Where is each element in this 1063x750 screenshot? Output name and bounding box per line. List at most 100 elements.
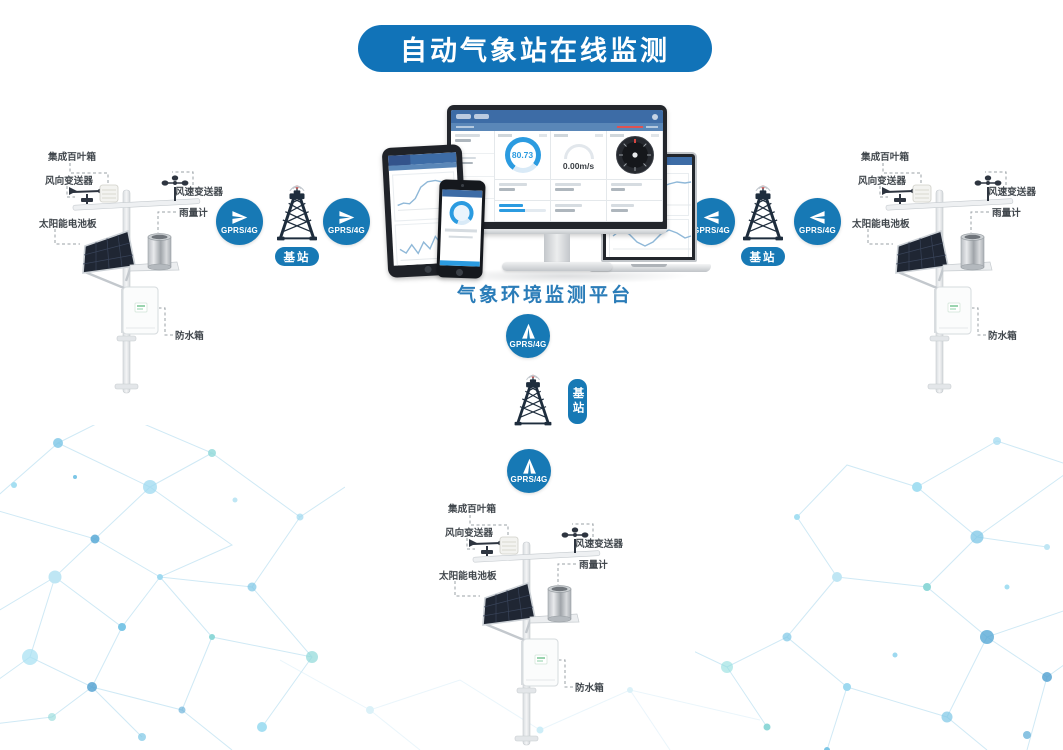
gprs-4g-badge: GPRS/4G: [323, 198, 370, 245]
pole-base: [927, 335, 952, 390]
wind-direction-sensor: [469, 539, 503, 556]
dashboard-mini-cards: [495, 180, 663, 222]
label-integrated-shelter: 集成百叶箱: [447, 503, 496, 515]
phone-camera: [460, 183, 465, 188]
donut-gauge: 80.73: [504, 137, 541, 173]
label-wind-speed: 风速变送器: [575, 538, 623, 550]
label-wind-speed: 风速变送器: [988, 186, 1036, 198]
wind-direction-sensor: [882, 187, 916, 204]
signal-waves-icon: [289, 185, 305, 192]
monitor-base: [502, 262, 612, 271]
station-crossarm: [472, 550, 601, 563]
base-station-tower-left: [272, 185, 322, 245]
phone-footer-bar: [439, 260, 480, 267]
monitoring-platform-devices: 80.73 0.00m/s: [381, 100, 711, 292]
send-icon: [521, 323, 535, 339]
desktop-monitor: 80.73 0.00m/s: [447, 105, 667, 281]
background-network-pattern-right: [695, 437, 1063, 750]
label-wind-speed: 风速变送器: [175, 186, 223, 198]
base-station-tower-center: [510, 374, 556, 430]
gprs-4g-badge: GPRS/4G: [794, 198, 841, 245]
background-network-pattern-left: [0, 425, 345, 750]
weather-station-illustration: 集成百叶箱 风向变送器 风速变送器 太阳能电池板 雨量计 防水箱: [438, 503, 623, 746]
gprs-badge-label: GPRS/4G: [328, 225, 365, 235]
pole-base: [114, 335, 139, 390]
integrated-shelter-box: [499, 536, 519, 555]
base-station-label: 基站: [568, 379, 587, 424]
rain-gauge: [129, 233, 180, 272]
waterproof-box: [934, 286, 972, 335]
subheader-text: [456, 125, 474, 129]
wind-speed-value: 0.00m/s: [562, 160, 595, 171]
monitor-frame: 80.73 0.00m/s: [447, 105, 667, 234]
station-crossarm: [885, 198, 1014, 211]
gprs-badge-label: GPRS/4G: [221, 225, 258, 235]
label-integrated-shelter: 集成百叶箱: [47, 151, 96, 163]
smartphone: [436, 179, 486, 279]
wind-direction-sensor: [69, 187, 103, 204]
page-title: 自动气象站在线监测: [358, 25, 712, 72]
platform-caption: 气象环境监测平台: [456, 285, 633, 306]
pole-base: [514, 687, 539, 742]
gprs-badge-label: GPRS/4G: [509, 340, 547, 349]
label-wind-direction: 风向变送器: [45, 175, 93, 187]
weather-station-bottom: 集成百叶箱 风向变送器 风速变送器 太阳能电池板 雨量计 防水箱: [425, 490, 635, 750]
signal-tower-icon: [277, 185, 317, 241]
label-waterproof-box: 防水箱: [988, 330, 1017, 342]
header-user-icon: [652, 113, 658, 120]
label-wind-direction: 风向变送器: [858, 175, 906, 187]
gprs-4g-badge: GPRS/4G: [506, 314, 550, 358]
solar-panel: [895, 229, 949, 290]
dashboard-subheader: [451, 123, 663, 131]
label-connectors: [454, 515, 594, 688]
label-rain-gauge: 雨量计: [992, 207, 1021, 219]
devices-shadow: [440, 268, 690, 284]
label-solar-panel: 太阳能电池板: [438, 570, 497, 582]
send-icon: [522, 458, 536, 474]
signal-tower-icon: [514, 374, 552, 426]
base-station-tower-right: [738, 185, 788, 245]
station-crossarm: [72, 198, 201, 211]
subheader-text: [646, 125, 658, 129]
label-waterproof-box: 防水箱: [175, 330, 204, 342]
gprs-badge-label: GPRS/4G: [693, 225, 730, 235]
gprs-badge-label: GPRS/4G: [510, 475, 548, 484]
monitor-chin: [447, 229, 667, 234]
base-station-label: 基站: [275, 247, 319, 266]
wind-speed-sensor: [161, 175, 189, 201]
integrated-shelter-box: [912, 184, 932, 203]
phone-frame: [436, 179, 486, 279]
label-waterproof-box: 防水箱: [575, 682, 604, 694]
integrated-shelter-box: [99, 184, 119, 203]
label-rain-gauge: 雨量计: [579, 559, 608, 571]
gprs-4g-badge: GPRS/4G: [507, 449, 551, 493]
phone-dashboard-header: [442, 189, 483, 198]
label-solar-panel: 太阳能电池板: [851, 218, 910, 230]
phone-donut-gauge: [449, 200, 474, 226]
solar-panel: [82, 229, 136, 290]
weather-station-right: 集成百叶箱 风向变送器 风速变送器 太阳能电池板 雨量计 防水箱: [838, 138, 1048, 400]
label-connectors: [867, 163, 1007, 336]
weather-station-illustration: 集成百叶箱 风向变送器 风速变送器 太阳能电池板 雨量计 防水箱: [38, 151, 223, 394]
gprs-badge-label: GPRS/4G: [799, 225, 836, 235]
label-connectors: [54, 163, 194, 336]
label-solar-panel: 太阳能电池板: [38, 218, 97, 230]
signal-tower-icon: [743, 185, 783, 241]
label-integrated-shelter: 集成百叶箱: [860, 151, 909, 163]
rain-gauge: [942, 233, 993, 272]
humidity-gauge-card: 80.73: [495, 131, 551, 179]
base-station-label: 基站: [741, 247, 785, 266]
arc-gauge: [563, 143, 594, 159]
solar-panel: [482, 581, 536, 642]
wind-direction-compass-card: [607, 131, 663, 179]
compass-dial: [615, 136, 654, 174]
header-menu-item: [474, 114, 489, 119]
wind-speed-sensor: [561, 527, 589, 553]
label-rain-gauge: 雨量计: [179, 207, 208, 219]
send-icon: [339, 210, 355, 224]
wind-speed-card: 0.00m/s: [551, 131, 607, 179]
signal-waves-icon: [526, 374, 540, 381]
laptop-base: [587, 264, 711, 272]
phone-home-button: [455, 268, 464, 276]
